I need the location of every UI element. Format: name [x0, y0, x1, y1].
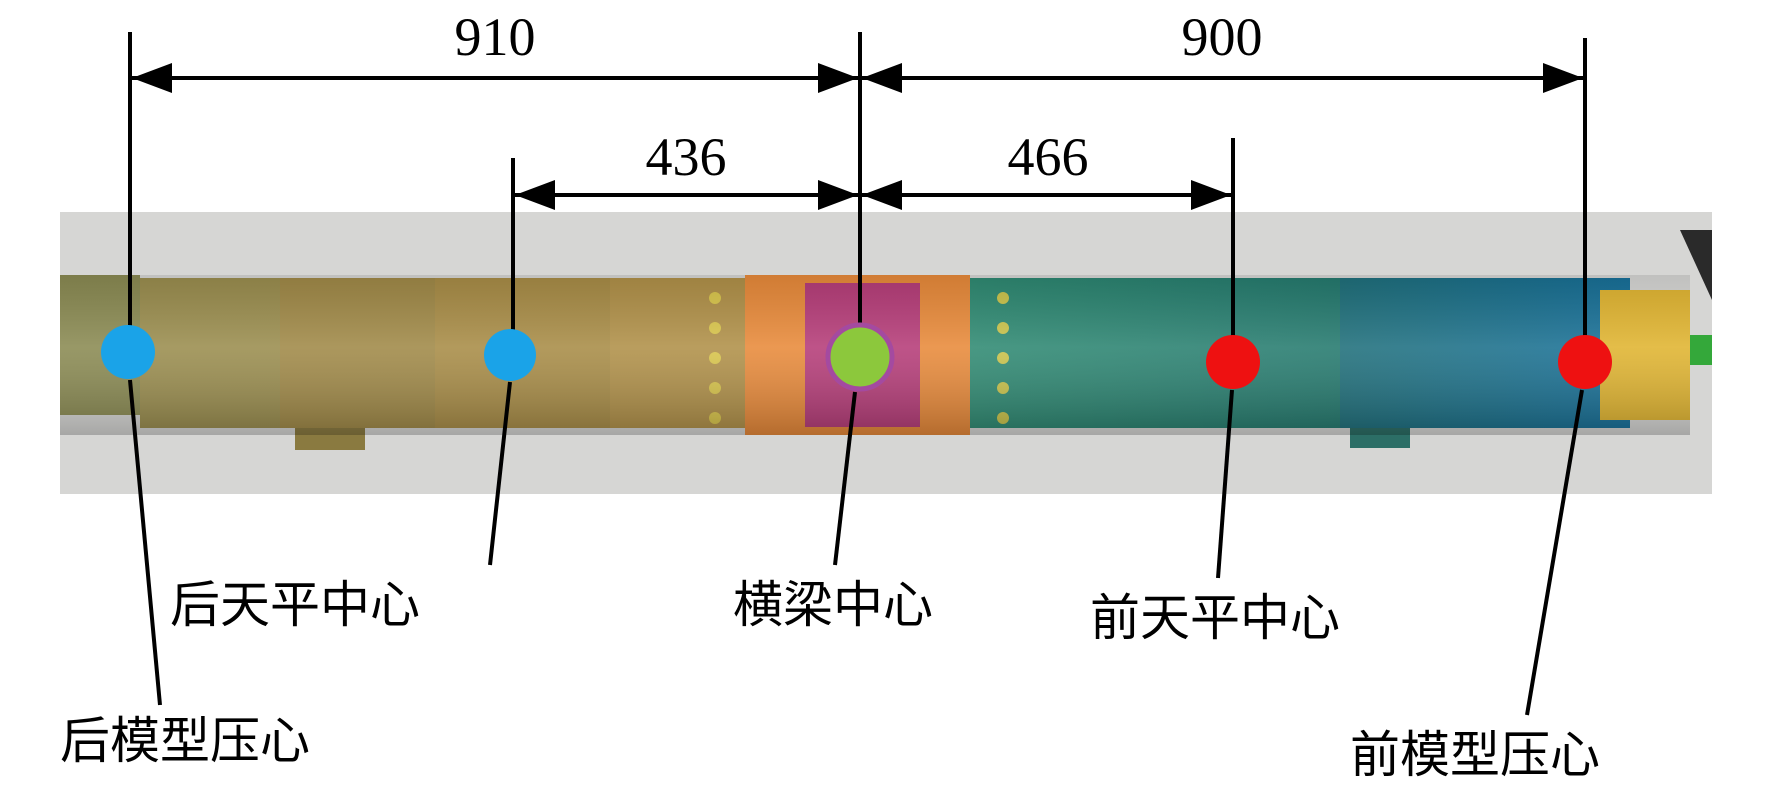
dim-value-910: 910	[455, 7, 536, 67]
beam-center-marker	[825, 322, 895, 392]
reference-lines	[128, 32, 1587, 362]
leader-rear-balance	[488, 381, 512, 566]
dim-value-436: 436	[646, 127, 727, 187]
leader-rear-model-cp	[128, 379, 162, 706]
front-model-cp-marker	[1558, 335, 1612, 389]
dim-value-900: 900	[1182, 7, 1263, 67]
dim-value-466: 466	[1008, 127, 1089, 187]
dark-fin	[1680, 230, 1712, 300]
leader-front-balance	[1216, 389, 1234, 579]
rear-balance-marker	[484, 329, 536, 381]
label-front-balance-center: 前天平中心	[1090, 589, 1340, 647]
markers	[101, 322, 1612, 392]
leader-lines	[128, 379, 1584, 716]
sting-rod-right	[1690, 335, 1712, 365]
label-beam-center: 横梁中心	[733, 576, 933, 634]
dimension-arrows	[132, 63, 1583, 210]
leader-beam-center	[833, 391, 857, 566]
front-balance-marker	[1206, 335, 1260, 389]
label-rear-model-cp: 后模型压心	[60, 712, 310, 770]
rear-model-cp-marker	[101, 325, 155, 379]
label-front-model-cp: 前模型压心	[1350, 726, 1600, 784]
label-rear-balance-center: 后天平中心	[170, 576, 420, 634]
leader-front-model-cp	[1525, 389, 1584, 716]
